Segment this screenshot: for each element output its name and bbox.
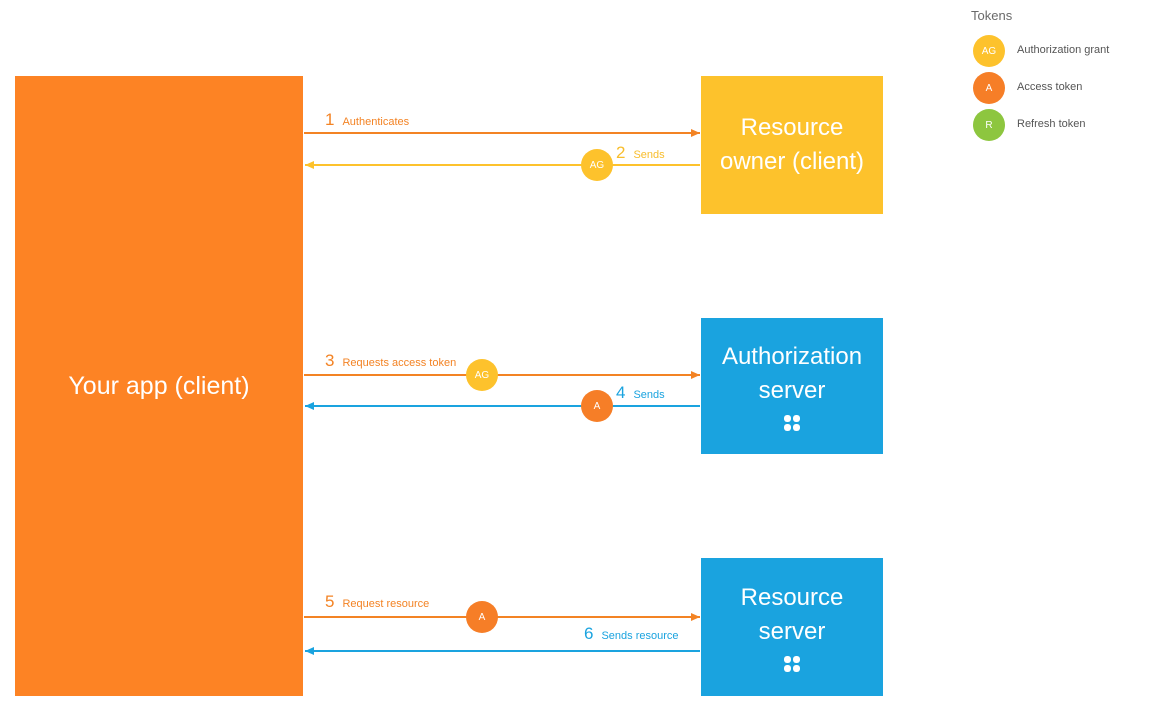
resource-owner-label: Resource owner (client) bbox=[719, 114, 865, 175]
legend-label: Access token bbox=[1017, 81, 1083, 93]
step-4-label: 4 Sends bbox=[616, 383, 665, 403]
step-number: 4 bbox=[616, 383, 626, 402]
step-text: Sends resource bbox=[601, 630, 679, 642]
authorization-grant-token: AG bbox=[466, 359, 498, 391]
step-text: Sends bbox=[633, 149, 665, 161]
legend-title: Tokens bbox=[971, 8, 1013, 23]
step-number: 1 bbox=[325, 110, 335, 129]
step-number: 6 bbox=[584, 624, 594, 643]
access-token: A bbox=[466, 601, 498, 633]
step-number: 3 bbox=[325, 351, 335, 370]
step-6-label: 6 Sends resource bbox=[584, 624, 679, 644]
step-1-label: 1 Authenticates bbox=[325, 110, 409, 130]
step-text: Sends bbox=[633, 389, 665, 401]
refresh-token: R bbox=[973, 109, 1005, 141]
resource-server-box: Resource server bbox=[701, 558, 883, 696]
resource-server-label: Resource server bbox=[740, 584, 844, 645]
step-3-label: 3 Requests access token bbox=[325, 351, 456, 371]
access-token: A bbox=[973, 72, 1005, 104]
tokens-legend: Tokens AG Authorization grant A Access t… bbox=[971, 8, 1151, 146]
step-text: Authenticates bbox=[342, 116, 410, 128]
legend-label: Refresh token bbox=[1017, 118, 1086, 130]
authorization-server-box: Authorization server bbox=[701, 318, 883, 454]
step-2-label: 2 Sends bbox=[616, 143, 665, 163]
access-token: A bbox=[581, 390, 613, 422]
legend-label: Authorization grant bbox=[1017, 44, 1110, 56]
legend-item-authorization-grant: AG Authorization grant bbox=[971, 35, 1151, 67]
authorization-grant-token: AG bbox=[973, 35, 1005, 67]
authorization-grant-token: AG bbox=[581, 149, 613, 181]
step-number: 2 bbox=[616, 143, 626, 162]
step-text: Request resource bbox=[342, 598, 430, 610]
step-text: Requests access token bbox=[342, 357, 457, 369]
legend-item-refresh-token: R Refresh token bbox=[971, 109, 1151, 141]
office-logo-icon bbox=[784, 415, 800, 431]
office-logo-icon bbox=[784, 656, 800, 672]
resource-owner-box: Resource owner (client) bbox=[701, 76, 883, 214]
your-app-client-label: Your app (client) bbox=[68, 372, 250, 400]
step-5-label: 5 Request resource bbox=[325, 592, 429, 612]
authorization-server-label: Authorization server bbox=[721, 343, 863, 404]
your-app-client-box: Your app (client) bbox=[15, 76, 303, 696]
legend-item-access-token: A Access token bbox=[971, 72, 1151, 104]
step-number: 5 bbox=[325, 592, 335, 611]
